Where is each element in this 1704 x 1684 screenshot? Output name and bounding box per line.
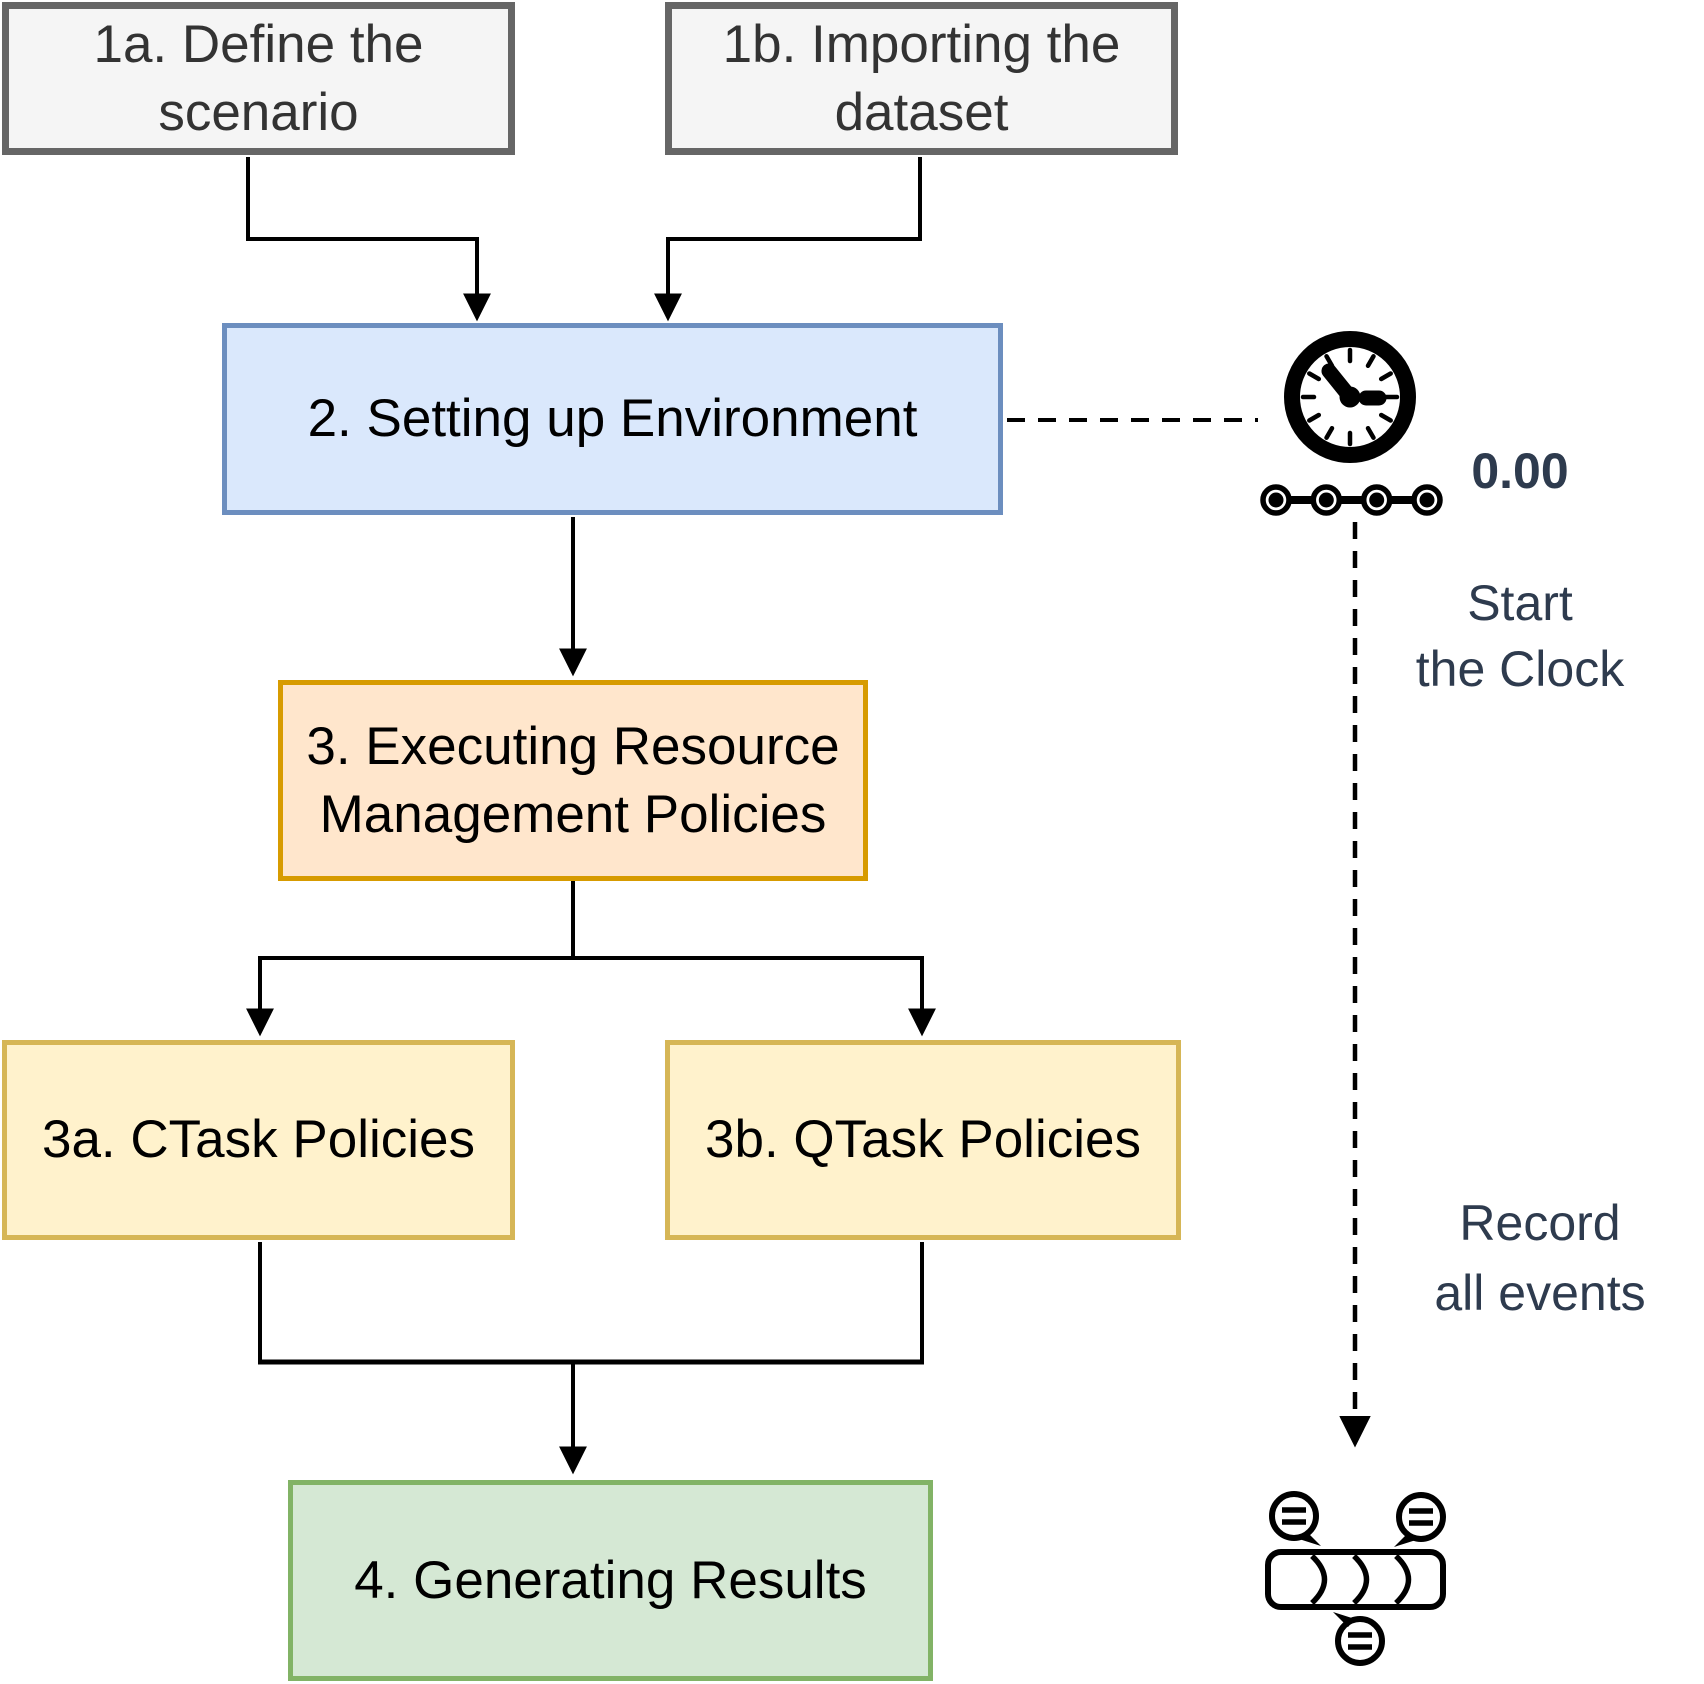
node-label: 3b. QTask Policies [705, 1110, 1141, 1170]
node-label: 1b. Importing the dataset [722, 14, 1121, 142]
record-annotation: Record all events [1392, 1118, 1688, 1328]
arrow-1b-to-2 [654, 157, 922, 322]
node-label: 3. Executing Resource Management Policie… [306, 716, 840, 844]
clock-value: 0.00 [1471, 443, 1569, 499]
arrow-3-to-3b [573, 956, 936, 1037]
node-executing-policies: 3. Executing Resource Management Policie… [278, 680, 868, 881]
node-importing-dataset: 1b. Importing the dataset [665, 2, 1178, 155]
arrow-1a-to-2 [246, 157, 491, 322]
node-setting-up-environment: 2. Setting up Environment [222, 323, 1003, 515]
node-label: 2. Setting up Environment [307, 389, 918, 449]
arrow-3-to-3a [246, 881, 575, 1037]
node-label: 3a. CTask Policies [41, 1110, 475, 1170]
node-define-scenario: 1a. Define the scenario [2, 2, 515, 155]
node-ctask-policies: 3a. CTask Policies [2, 1040, 515, 1240]
node-generating-results: 4. Generating Results [288, 1480, 933, 1681]
node-label: 4. Generating Results [354, 1550, 867, 1610]
node-label: 1a. Define the scenario [93, 14, 424, 142]
node-qtask-policies: 3b. QTask Policies [665, 1040, 1181, 1240]
clock-caption-text: Start the Clock [1415, 575, 1625, 697]
event-stream-icon [1265, 1491, 1446, 1666]
record-caption-text: Record all events [1434, 1195, 1646, 1321]
clock-annotation: 0.00 Start the Clock [1398, 372, 1642, 702]
